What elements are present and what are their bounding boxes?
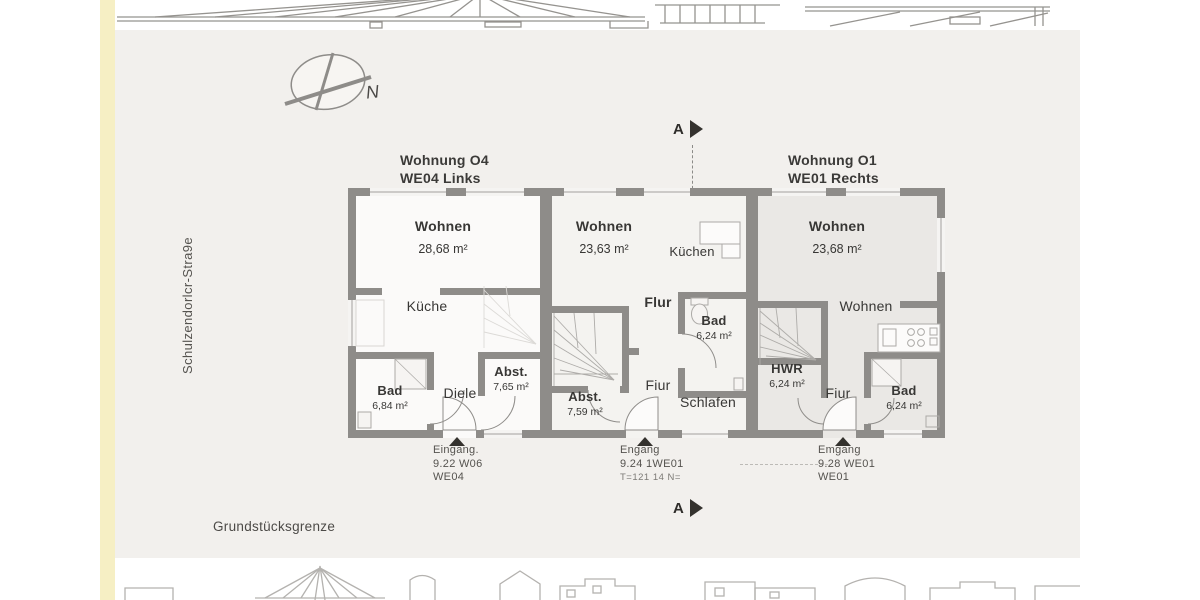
room-label-left-bad: Bad 6,84 m²	[372, 383, 408, 412]
section-marker-bottom-label: A	[673, 500, 684, 517]
entrance-arrow-middle-icon	[637, 437, 653, 446]
top-drawings-strip	[117, 0, 1050, 29]
kitchen-counter-left-icon	[355, 299, 385, 347]
room-label-right-bad: Bad 6,24 m²	[886, 383, 922, 412]
room-label-right-fiur: Fiur	[825, 385, 851, 401]
unit-title-we01-line1: Wohnung O1	[788, 152, 877, 168]
room-label-mid-fiur: Fiur	[645, 377, 671, 393]
unit-title-we04-line1: Wohnung O4	[400, 152, 489, 168]
stair-ghost-left-icon	[483, 285, 537, 348]
room-label-left-abst: Abst. 7,65 m²	[493, 364, 529, 393]
section-arrow-bottom-icon	[690, 499, 703, 517]
unit-title-we04-line2: WE04 Links	[400, 170, 481, 186]
reference-line-dashed	[740, 464, 828, 465]
fixtures	[355, 221, 941, 429]
section-arrow-top-icon	[690, 120, 703, 138]
room-label-right-hwr: HWR 6,24 m²	[769, 361, 805, 390]
floor-right-unit	[758, 196, 937, 430]
compass-icon	[284, 52, 372, 111]
entrance-label-right: Emgang 9.28 WE01 WE01	[818, 444, 876, 483]
section-marker-top-label: A	[673, 121, 684, 138]
stove-icon	[907, 328, 915, 336]
room-label-right-wohnen: Wohnen 23,68 m²	[808, 218, 866, 256]
sink-right-bad-icon	[925, 415, 940, 428]
room-label-mid-abst: Abst. 7,59 m²	[567, 389, 603, 418]
room-label-right-wohnen2: Wohnen	[839, 298, 893, 314]
street-label: Schulzendorlcr-Stra9e	[180, 236, 195, 374]
room-label-left-kueche: Küche	[406, 298, 448, 314]
entrance-gap-right	[823, 430, 856, 438]
bottom-drawings-strip	[124, 565, 1080, 600]
yellow-edge-strip	[100, 0, 115, 600]
floor-plan-drawing	[348, 188, 945, 438]
entrance-gap-middle	[626, 430, 658, 438]
windows	[348, 188, 945, 438]
room-label-left-diele: Diele	[443, 385, 477, 401]
unit-title-we04: Wohnung O4 WE04 Links	[400, 151, 489, 187]
compass-north-label: N	[364, 81, 380, 103]
winder-stair-right-icon	[759, 307, 817, 365]
unit-title-we01-line2: WE01 Rechts	[788, 170, 879, 186]
sink-right-icon	[882, 328, 897, 347]
entrance-label-left: Eingang. 9.22 W06 WE04	[433, 444, 483, 483]
room-label-mid-schlafen: Schlafen	[679, 394, 737, 410]
kitchen-counter-middle-icon	[699, 221, 741, 245]
entrance-arrow-left-icon	[449, 437, 465, 446]
boundary-label: Grundstücksgrenze	[213, 519, 336, 534]
room-label-mid-wohnen: Wohnen 23,63 m²	[575, 218, 633, 256]
winder-stair-middle-icon	[553, 312, 618, 386]
room-label-mid-flur: Flur	[644, 294, 672, 310]
unit-title-we01: Wohnung O1 WE01 Rechts	[788, 151, 879, 187]
room-label-mid-kuechen: Küchen	[669, 244, 715, 259]
toilet-left-icon	[357, 411, 372, 429]
room-label-left-wohnen: Wohnen 28,68 m²	[414, 218, 472, 256]
entrance-gap-left	[443, 430, 476, 438]
room-label-mid-bad: Bad 6,24 m²	[696, 313, 732, 342]
entrance-arrow-right-icon	[835, 437, 851, 446]
doors	[429, 333, 895, 431]
entrance-label-middle: Engang 9.24 1WE01 T=121 14 N=	[620, 444, 684, 483]
interior-walls	[356, 288, 945, 430]
sink-middle-icon	[733, 377, 744, 391]
